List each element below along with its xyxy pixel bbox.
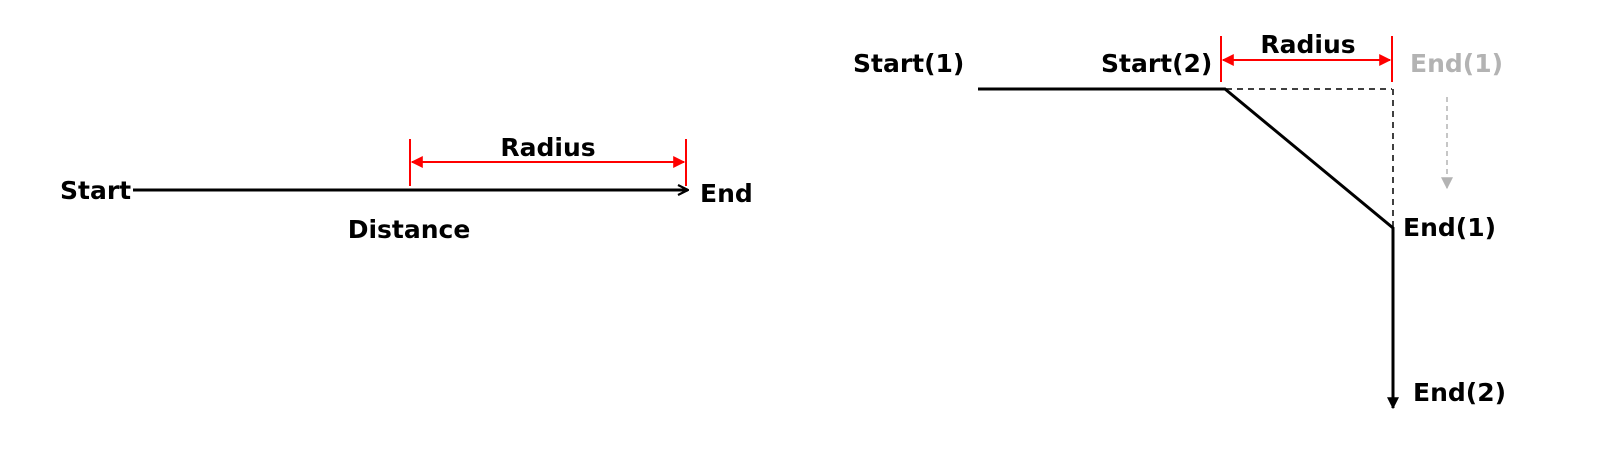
end-label: End — [700, 179, 753, 208]
distance-label: Distance — [348, 215, 471, 244]
end1-original-label: End(1) — [1410, 49, 1503, 78]
right-diagram: Start(1) Start(2) Radius End(1) End(1) E… — [853, 30, 1506, 410]
radius-label: Radius — [1260, 30, 1355, 59]
end2-label: End(2) — [1413, 378, 1506, 407]
start1-label: Start(1) — [853, 49, 964, 78]
start-label: Start — [60, 176, 131, 205]
radius-label: Radius — [500, 133, 595, 162]
blended-path — [978, 87, 1399, 410]
start2-label: Start(2) — [1101, 49, 1212, 78]
end1-label: End(1) — [1403, 213, 1496, 242]
left-diagram: Start End Radius Distance — [60, 133, 753, 244]
